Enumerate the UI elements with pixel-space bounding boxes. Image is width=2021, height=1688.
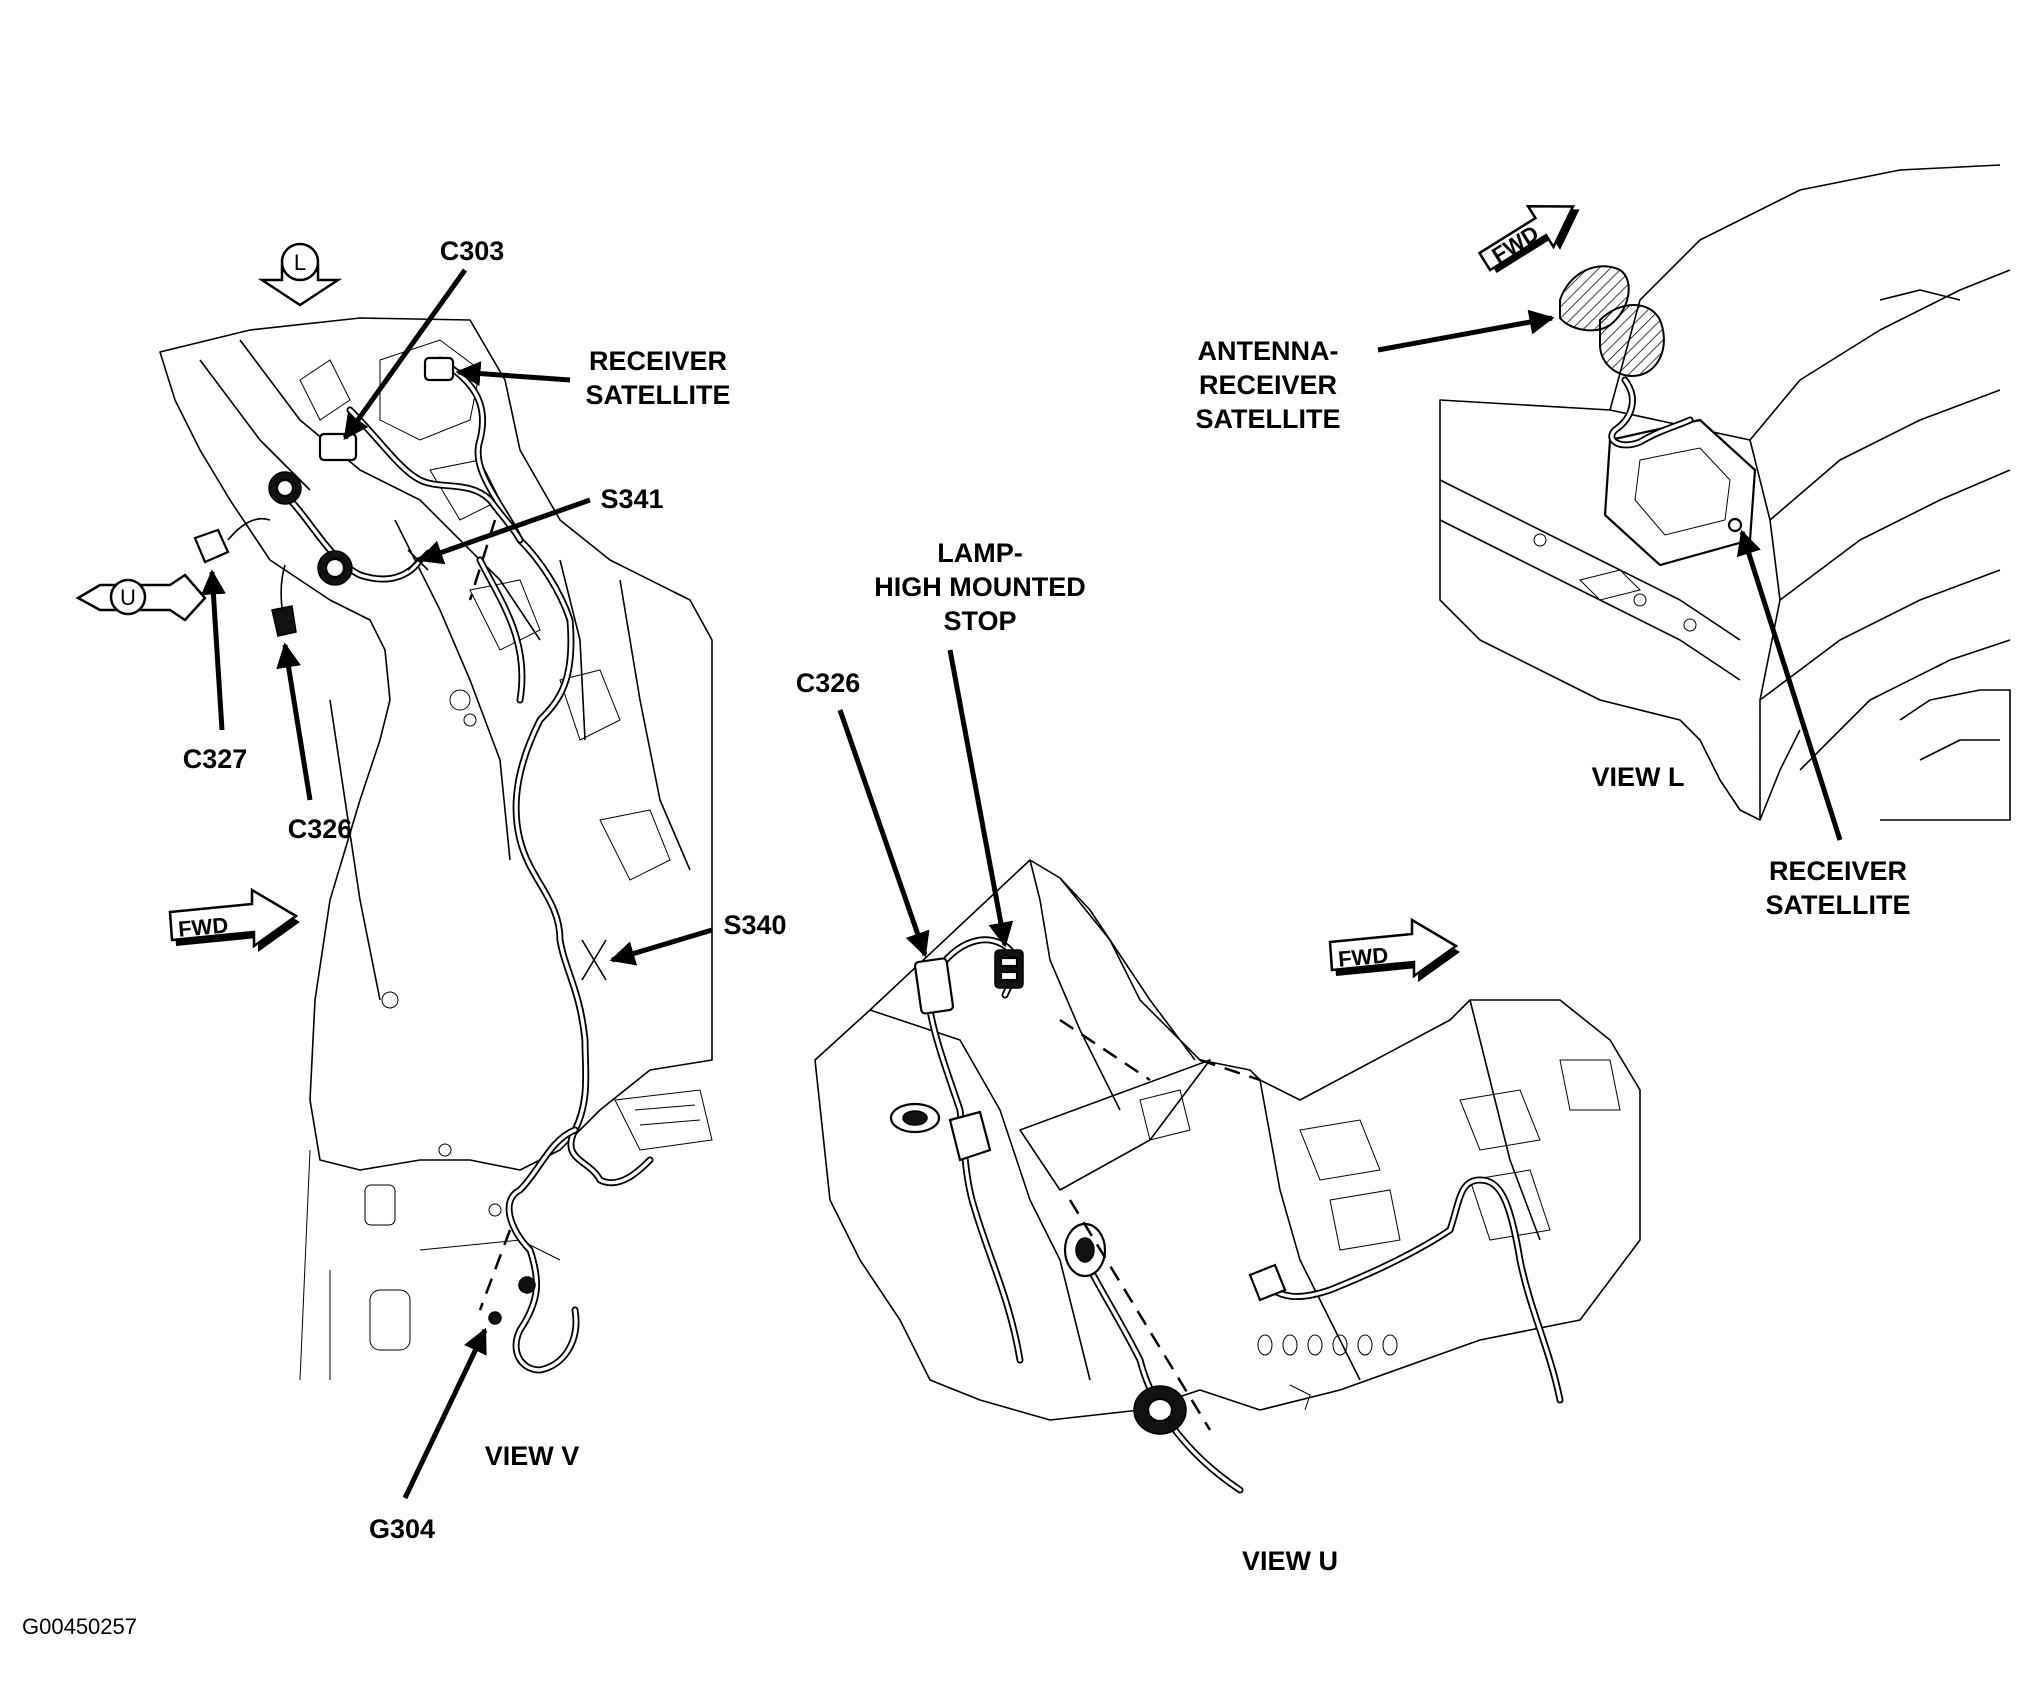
label-c327: C327 [183,744,248,774]
view-u-marker: U [75,573,207,622]
label-receiver-satellite-view-l-line1: RECEIVER [1769,856,1907,886]
label-lamp-line1: LAMP- [937,538,1022,568]
view-u-marker-letter: U [120,585,136,610]
lamp-connector [994,949,1024,989]
label-lamp-line3: STOP [943,606,1016,636]
s340-splice [581,939,607,981]
antenna-fin [1559,265,1630,332]
view-v-panel: L U FWD C303 RECEIVER SATELLI [75,236,787,1544]
view-u-harness [926,936,1564,1494]
label-s341: S341 [600,484,663,514]
view-l-title: VIEW L [1592,762,1685,792]
view-v-body-structure [159,317,713,1381]
c326-connector [271,605,297,637]
label-c326-view-u: C326 [796,668,861,698]
view-v-harness [286,356,654,1374]
view-v-labels: C303 RECEIVER SATELLITE S341 C327 C326 S… [183,236,787,1544]
label-receiver-satellite-line1: RECEIVER [589,346,727,376]
view-u-leaders [837,649,1014,958]
view-v-fwd-arrow: FWD [168,887,300,952]
view-v-components [193,356,607,1325]
label-c326: C326 [288,814,353,844]
view-u-body-structure [814,859,1641,1421]
label-antenna-line3: SATELLITE [1196,404,1341,434]
label-antenna-line1: ANTENNA- [1198,336,1339,366]
antenna-base [1599,304,1665,377]
c303-connector [318,432,358,462]
view-u-labels: C326 LAMP- HIGH MOUNTED STOP VIEW U [796,538,1338,1576]
label-antenna-line2: RECEIVER [1199,370,1337,400]
view-l-fwd-arrow: FWD [1477,204,1580,274]
label-g304: G304 [369,1514,435,1544]
view-l-body-structure [1439,164,2011,821]
label-c303: C303 [440,236,505,266]
label-receiver-satellite-line2: SATELLITE [586,380,731,410]
view-l-panel: FWD ANTENNA- RECEIVER SATELLITE RECEIVER… [1196,164,2011,920]
label-s340: S340 [723,910,786,940]
g304-ground-bolt [518,1276,536,1294]
view-l-antenna [1559,265,1694,449]
receiver-satellite-connector [423,356,455,382]
label-receiver-satellite-view-l-line2: SATELLITE [1766,890,1911,920]
c327-connector [193,528,230,564]
view-u-slot-row [1257,1334,1398,1356]
view-v-title: VIEW V [485,1441,580,1471]
view-l-marker: L [257,242,343,307]
view-l-marker-letter: L [294,250,306,275]
view-u-title: VIEW U [1242,1546,1338,1576]
c326-connector-view-u [913,957,955,1015]
view-u-fwd-arrow: FWD [1328,917,1460,982]
label-lamp-line2: HIGH MOUNTED [874,572,1086,602]
view-v-leaders [200,268,713,1500]
view-u-components [889,949,1287,1435]
view-u-fwd-label: FWD [1337,942,1389,971]
figure-id: G00450257 [22,1614,137,1639]
view-u-panel: FWD C326 LAMP- HIGH MOUNTED STOP VIEW U [796,538,1641,1576]
view-v-fwd-label: FWD [177,912,229,941]
view-l-leaders [1377,309,1843,841]
view-l-labels: ANTENNA- RECEIVER SATELLITE RECEIVER SAT… [1196,336,1911,920]
